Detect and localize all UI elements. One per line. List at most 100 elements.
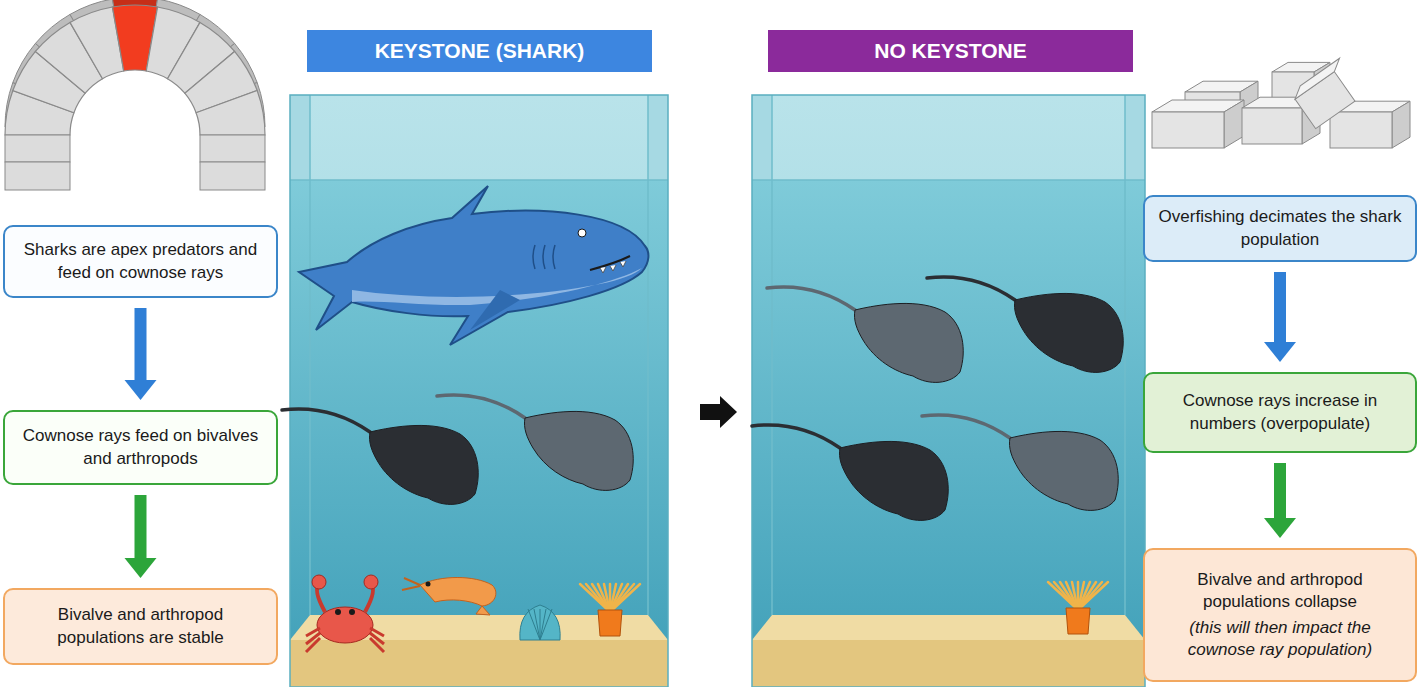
cownose-ray: [282, 409, 370, 432]
cownose-ray: [767, 287, 855, 310]
anemone: [1054, 582, 1078, 610]
box-text: Cownose rays feed on bivalves and arthro…: [17, 425, 264, 469]
process-box: Sharks are apex predators and feed on co…: [3, 225, 278, 298]
fallen-blocks-icon: [1295, 72, 1355, 129]
arch-keystone-icon: [5, 162, 70, 190]
arrow-shaft: [135, 495, 147, 560]
anemone: [598, 610, 622, 636]
shell: [540, 609, 552, 640]
arrow-head: [1264, 342, 1296, 362]
shrimp: [402, 578, 420, 590]
cownose-ray: [1009, 431, 1118, 510]
arch-keystone-icon: [5, 135, 70, 162]
tank: [648, 95, 668, 180]
anemone: [1060, 582, 1078, 610]
cownose-ray: [1014, 293, 1123, 372]
cownose-ray: [839, 441, 948, 520]
shell: [520, 605, 560, 640]
box-text: Overfishing decimates the shark populati…: [1157, 206, 1403, 250]
box-text: Bivalve and arthropod populations are st…: [17, 604, 264, 648]
tank: [290, 640, 668, 687]
shell: [528, 609, 540, 640]
tank: [647, 95, 649, 615]
fallen-blocks-icon: [1224, 100, 1244, 148]
cownose-ray: [767, 287, 963, 382]
crab: [317, 607, 373, 643]
anemone: [1066, 582, 1078, 610]
shark: [543, 245, 545, 269]
tank: [290, 95, 668, 685]
animals: [282, 186, 1123, 652]
crab: [312, 575, 326, 589]
header-band: KEYSTONE (SHARK): [307, 30, 652, 72]
anemone: [1048, 582, 1108, 634]
arch-keystone-icon: [200, 162, 265, 190]
cownose-ray: [369, 425, 478, 504]
shrimp: [402, 578, 496, 616]
shrimp: [426, 582, 431, 587]
anemone: [610, 584, 640, 612]
process-box: Bivalve and arthropod populations are st…: [3, 588, 278, 665]
crab: [335, 609, 341, 615]
anemone: [598, 584, 610, 612]
box-text: Bivalve and arthropod populations collap…: [1157, 569, 1403, 613]
tank: [290, 95, 668, 687]
flow-arrow: [1264, 272, 1296, 362]
arch-keystone-icon: [5, 0, 265, 190]
anemone: [1066, 608, 1090, 634]
transition-arrow: [700, 396, 737, 428]
cownose-ray: [922, 415, 1010, 438]
anemone: [580, 584, 640, 636]
shark: [620, 261, 626, 267]
arrow-shaft: [1274, 463, 1286, 520]
tank: [309, 95, 311, 615]
anemone: [592, 584, 610, 612]
tank: [752, 95, 1145, 685]
process-box: Cownose rays feed on bivalves and arthro…: [3, 410, 278, 485]
anemone: [604, 584, 610, 612]
shark: [578, 229, 586, 237]
arch-keystone-icon: [200, 135, 265, 162]
box-text: KEYSTONE (SHARK): [375, 37, 585, 64]
crab: [349, 609, 355, 615]
fallen-blocks-icon: [1242, 108, 1302, 144]
tank: [752, 640, 1145, 687]
shark: [590, 256, 630, 270]
anemone: [1048, 582, 1078, 610]
cownose-ray: [752, 425, 840, 448]
process-box: Bivalve and arthropod populations collap…: [1143, 548, 1417, 682]
shell: [520, 605, 560, 640]
cownose-ray: [927, 277, 1123, 372]
tank: [290, 180, 668, 685]
shell: [534, 609, 540, 640]
fallen-blocks-icon: [1152, 112, 1224, 148]
crab: [364, 575, 378, 589]
cownose-ray: [282, 409, 478, 504]
box-text: Cownose rays increase in numbers (overpo…: [1157, 390, 1403, 434]
flow-arrow: [125, 495, 157, 578]
shark: [600, 267, 606, 273]
cownose-ray: [437, 395, 633, 490]
flow-arrow: [125, 308, 157, 400]
box-note: (this will then impact the cownose ray p…: [1157, 617, 1403, 661]
shrimp: [476, 606, 490, 615]
fallen-blocks-icon: [1152, 58, 1410, 148]
tank: [290, 95, 668, 687]
process-box: Cownose rays increase in numbers (overpo…: [1143, 372, 1417, 453]
flow-arrow: [1264, 463, 1296, 538]
crab: [306, 575, 384, 652]
arrow-head: [125, 558, 157, 578]
header-band: NO KEYSTONE: [768, 30, 1133, 72]
tank: [752, 95, 772, 180]
anemone: [1072, 582, 1078, 610]
shrimp: [420, 578, 496, 607]
fallen-blocks-icon: [1290, 58, 1364, 128]
shark: [533, 245, 535, 269]
fallen-blocks-icon: [1290, 58, 1344, 99]
cownose-ray: [524, 411, 633, 490]
cownose-ray: [927, 277, 1015, 300]
tank: [771, 95, 773, 615]
shark: [470, 290, 520, 330]
shark: [299, 186, 648, 345]
arch-keystone-icon: [5, 5, 265, 135]
